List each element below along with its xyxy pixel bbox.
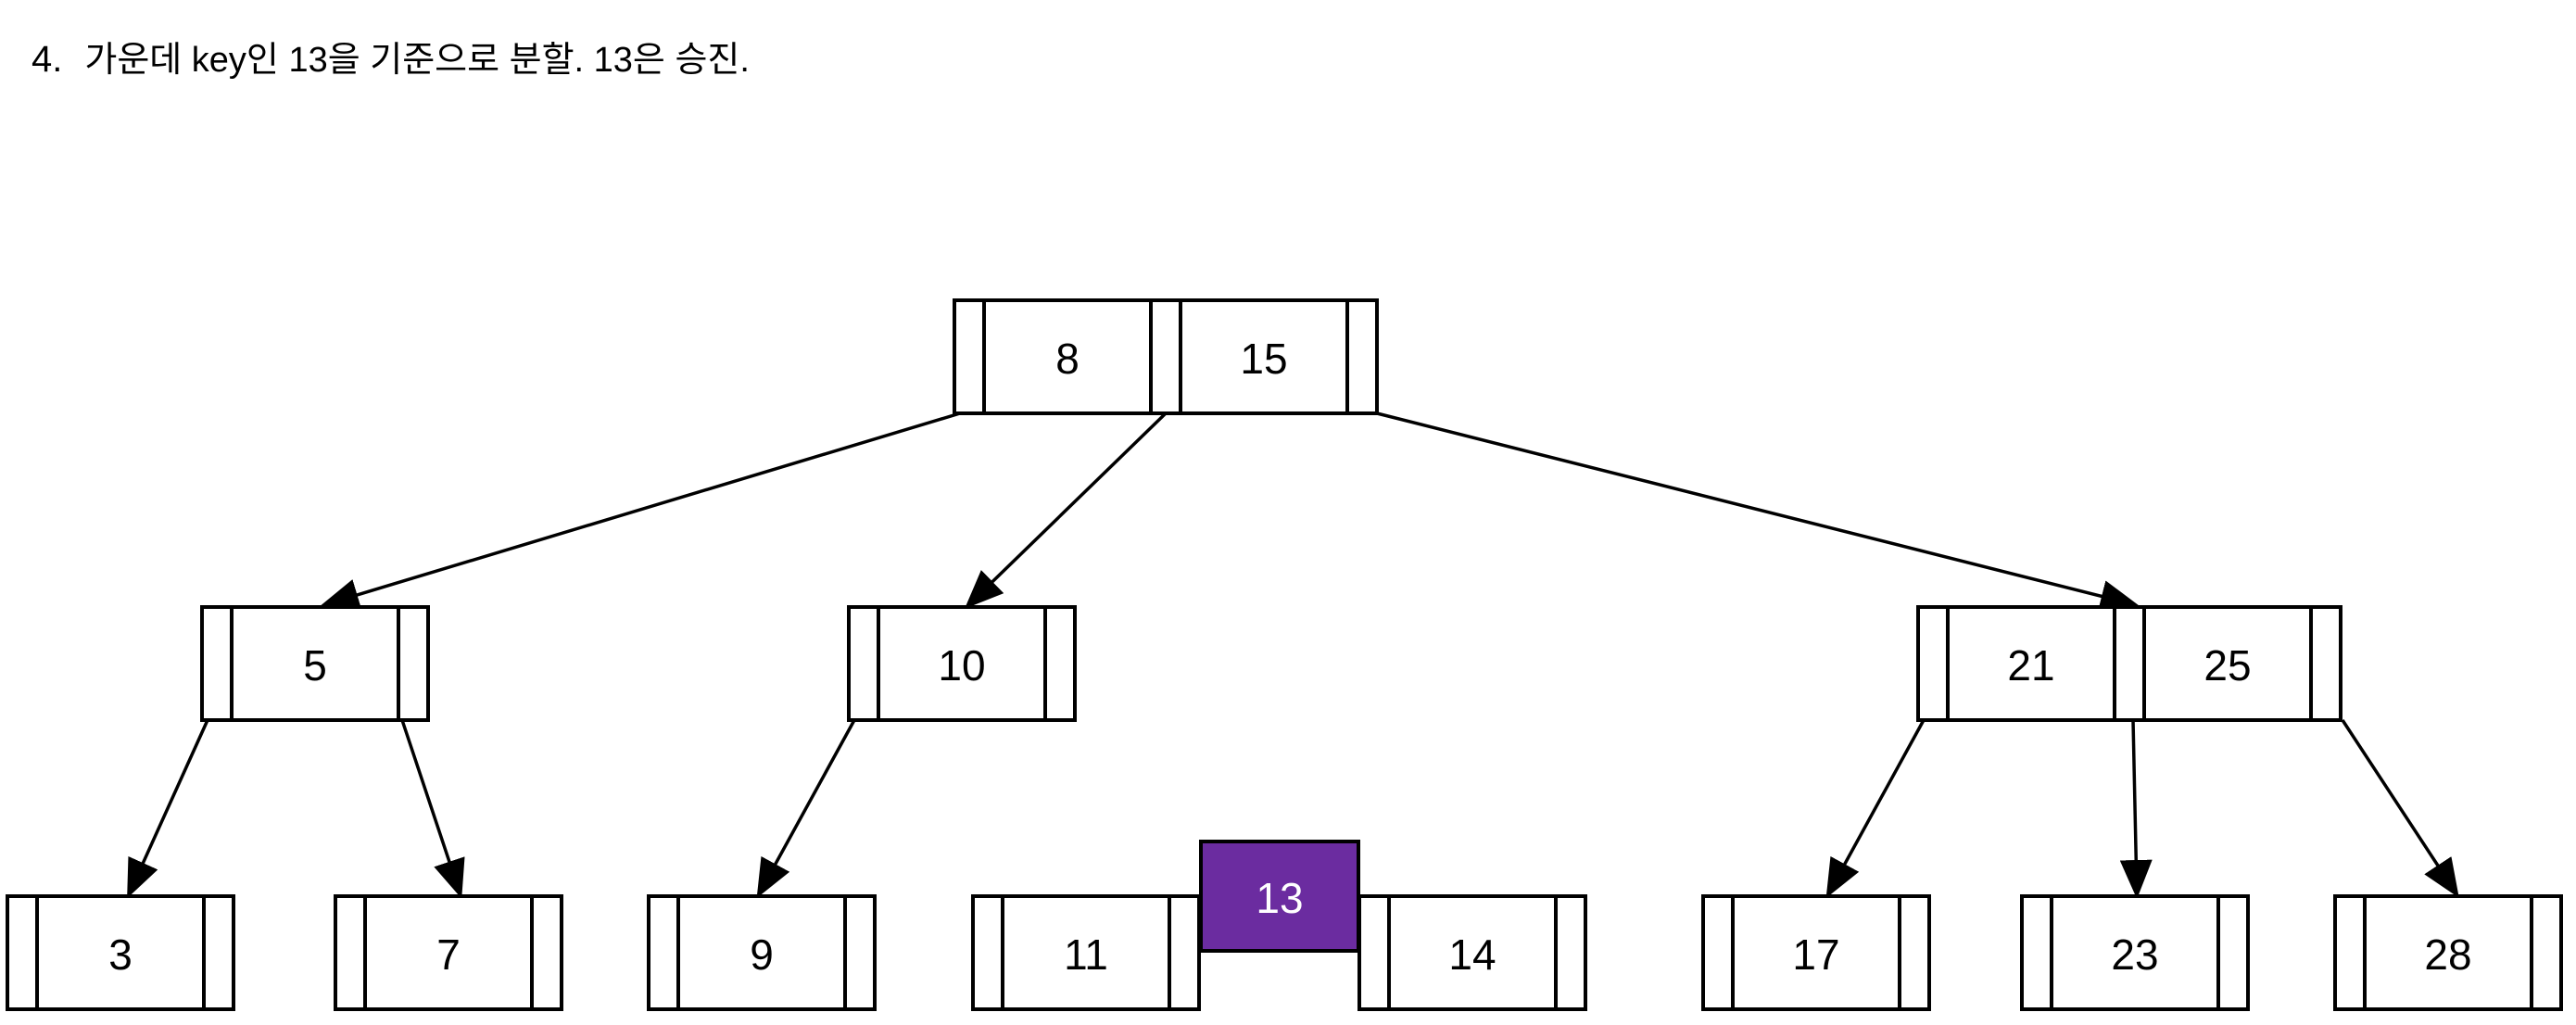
node-key-cell <box>1387 894 1558 1011</box>
btree-node-l17[interactable]: 17 <box>1701 894 1931 1011</box>
btree-node-l11[interactable]: 11 <box>971 894 1201 1011</box>
btree-node-n5[interactable]: 5 <box>200 605 430 722</box>
node-key-label: 25 <box>2203 641 2251 690</box>
tree-edge-root-to-10 <box>964 411 1168 609</box>
node-pointer-cell <box>1916 605 1950 722</box>
node-pointer-cell <box>2333 894 2367 1011</box>
node-pointer-cell <box>843 894 877 1011</box>
step-number: 4. <box>32 39 63 80</box>
node-key-cell <box>35 894 206 1011</box>
node-pointer-cell <box>2020 894 2053 1011</box>
node-key-cell <box>982 298 1153 415</box>
node-pointer-cell <box>1554 894 1587 1011</box>
node-pointer-cell <box>2530 894 2563 1011</box>
node-pointer-cell <box>847 605 880 722</box>
node-pointer-cell <box>202 894 235 1011</box>
tree-edge-root-to-5 <box>320 411 961 611</box>
node-pointer-cell <box>2309 605 2342 722</box>
node-pointer-cell <box>530 894 563 1011</box>
node-key-label: 13 <box>1256 874 1303 922</box>
node-pointer-cell <box>971 894 1004 1011</box>
btree-node-l13[interactable]: 13 <box>1199 840 1360 953</box>
btree-node-root[interactable]: 8 15 <box>953 298 1379 415</box>
node-pointer-cell <box>1043 605 1077 722</box>
node-key-label: 9 <box>750 930 774 979</box>
step-description: 가운데 key인 13을 기준으로 분할. 13은 승진. <box>84 41 750 80</box>
node-key-cell <box>877 605 1047 722</box>
node-pointer-cell <box>1357 894 1391 1011</box>
node-key-label: 21 <box>2007 641 2054 690</box>
node-key-cell <box>1731 894 1901 1011</box>
node-key-label: 11 <box>1064 930 1108 979</box>
btree-node-n21_25[interactable]: 21 25 <box>1916 605 2342 722</box>
tree-edge-21-to-23 <box>2119 719 2153 899</box>
node-pointer-cell <box>334 894 367 1011</box>
btree-node-l23[interactable]: 23 <box>2020 894 2250 1011</box>
node-key-label: 17 <box>1792 930 1839 979</box>
node-pointer-cell <box>1168 894 1201 1011</box>
node-key-label: 28 <box>2424 930 2471 979</box>
node-key-label: 7 <box>436 930 461 979</box>
node-pointer-cell <box>1345 298 1379 415</box>
node-key-label: 14 <box>1448 930 1496 979</box>
node-key-cell <box>2142 605 2313 722</box>
node-key-label: 23 <box>2111 930 2158 979</box>
node-key-cell <box>363 894 534 1011</box>
node-key-label: 3 <box>108 930 133 979</box>
node-key-label: 15 <box>1240 335 1287 383</box>
btree-node-l14[interactable]: 14 <box>1357 894 1587 1011</box>
tree-edge-5-to-7 <box>400 719 465 899</box>
step-caption: 4. 가운데 key인 13을 기준으로 분할. 13은 승진. <box>32 41 750 78</box>
tree-edge-5-to-3 <box>127 719 209 899</box>
btree-node-l7[interactable]: 7 <box>334 894 563 1011</box>
node-pointer-cell <box>200 605 234 722</box>
btree-node-l3[interactable]: 3 <box>6 894 235 1011</box>
edges-layer <box>127 411 2459 899</box>
node-pointer-cell <box>1701 894 1735 1011</box>
node-pointer-cell <box>2113 605 2146 722</box>
node-key-label: 8 <box>1055 335 1080 383</box>
btree-node-l9[interactable]: 9 <box>647 894 877 1011</box>
tree-edge-21-to-17 <box>1825 719 1926 899</box>
node-key-cell <box>1946 605 2116 722</box>
node-pointer-cell <box>647 894 680 1011</box>
tree-edge-10-to-9 <box>756 719 856 899</box>
btree-node-l28[interactable]: 28 <box>2333 894 2563 1011</box>
node-key-label: 5 <box>303 641 327 690</box>
node-key-cell <box>1199 840 1360 953</box>
node-key-label: 10 <box>938 641 985 690</box>
node-pointer-cell <box>397 605 430 722</box>
node-pointer-cell <box>2216 894 2250 1011</box>
btree-node-n10[interactable]: 10 <box>847 605 1077 722</box>
node-pointer-cell <box>1149 298 1182 415</box>
node-key-cell <box>230 605 400 722</box>
tree-edge-25-to-28 <box>2341 719 2459 898</box>
nodes-layer: 8 15 5 10 21 25 3 7 9 11 13 14 17 23 28 <box>6 298 2563 1011</box>
node-pointer-cell <box>953 298 986 415</box>
node-pointer-cell <box>1898 894 1931 1011</box>
node-key-cell <box>2050 894 2220 1011</box>
node-key-cell <box>676 894 847 1011</box>
tree-edge-root-to-21 <box>1376 411 2140 613</box>
node-pointer-cell <box>6 894 39 1011</box>
